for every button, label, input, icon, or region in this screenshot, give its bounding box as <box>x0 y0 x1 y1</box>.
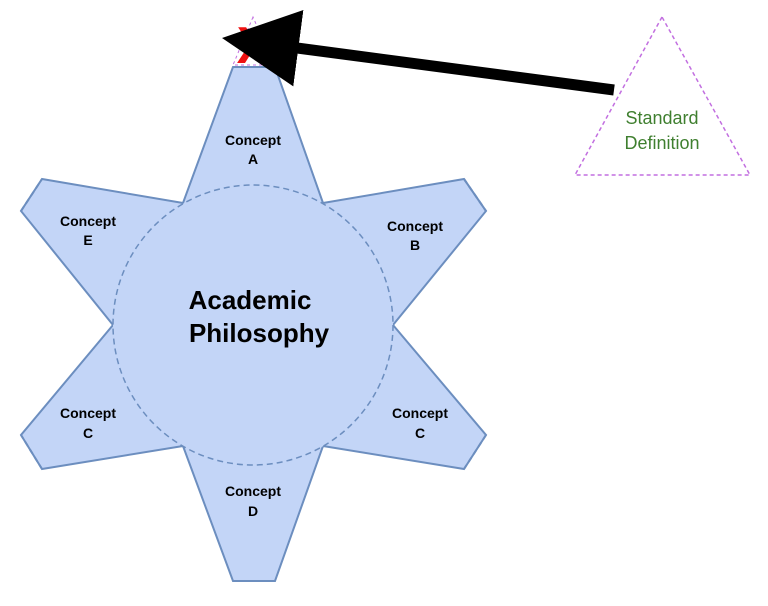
tip-cap-lower-right <box>463 434 487 470</box>
standard-definition-line1: Standard <box>625 108 698 128</box>
concept-c-right-label-line2: C <box>415 425 425 441</box>
standard-definition-line2: Definition <box>624 133 699 153</box>
center-circle <box>112 184 394 466</box>
definition-arrow <box>222 10 615 96</box>
center-label-line1: Academic <box>189 285 312 315</box>
concept-e-label-line2: E <box>83 232 92 248</box>
concept-a-label-line2: A <box>248 151 258 167</box>
tip-cap-upper-left <box>20 178 43 212</box>
concept-d-label-line2: D <box>248 503 258 519</box>
standard-definition-triangle <box>573 15 752 176</box>
tip-cap-upper-right <box>463 178 487 212</box>
center-label-line2: Philosophy <box>189 318 330 348</box>
concept-b-label-line2: B <box>410 237 420 253</box>
concept-b-label-line1: Concept <box>387 218 443 234</box>
concept-c-left-label-line2: C <box>83 425 93 441</box>
tip-cap-lower-left <box>20 434 43 470</box>
concept-e-label-line1: Concept <box>60 213 116 229</box>
concept-d-label-line1: Concept <box>225 483 281 499</box>
concept-c-left-label-line1: Concept <box>60 405 116 421</box>
concept-a-label-line1: Concept <box>225 132 281 148</box>
concept-star <box>19 66 488 582</box>
concept-c-right-label-line1: Concept <box>392 405 448 421</box>
rejection-x-mark: X <box>237 17 272 75</box>
